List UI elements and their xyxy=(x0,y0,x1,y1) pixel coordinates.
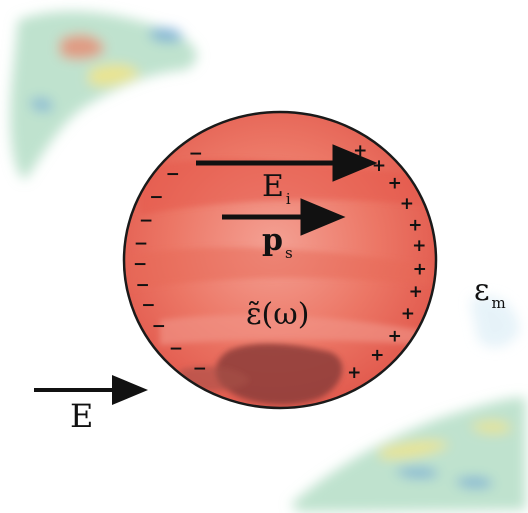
negative-charge-5: − xyxy=(134,234,148,254)
positive-charge-6: + xyxy=(412,236,426,256)
positive-charge-8: + xyxy=(409,282,423,302)
negative-charge-4: − xyxy=(139,211,153,231)
positive-charge-4: + xyxy=(400,194,414,214)
internal-field-subscript: i xyxy=(285,190,291,208)
negative-charge-6: − xyxy=(133,255,147,275)
negative-charge-8: − xyxy=(141,296,155,316)
positive-charge-5: + xyxy=(408,216,422,236)
positive-charge-7: + xyxy=(413,259,427,279)
dipole-symbol: p xyxy=(262,223,283,258)
dipole-subscript: s xyxy=(284,244,293,262)
negative-charge-7: − xyxy=(135,275,149,295)
medium-symbol: ε xyxy=(474,273,490,308)
positive-charges: ++++++++++++ xyxy=(347,141,427,383)
permittivity-label: ε̃(ω) xyxy=(246,297,310,332)
internal-field-symbol: E xyxy=(262,169,284,204)
medium-subscript: m xyxy=(491,294,506,312)
watercolor-wash-right xyxy=(470,295,520,348)
applied-field-label: E xyxy=(70,397,94,435)
negative-charge-3: − xyxy=(149,188,163,208)
positive-charge-9: + xyxy=(401,304,415,324)
negative-charge-1: − xyxy=(189,144,203,164)
sphere xyxy=(122,110,438,410)
positive-charge-3: + xyxy=(388,174,402,194)
negative-charges: −−−−−−−−−−− xyxy=(133,144,207,379)
negative-charge-9: − xyxy=(152,317,166,337)
positive-charge-11: + xyxy=(370,346,384,366)
watercolor-wash-top-left xyxy=(10,11,197,180)
watercolor-wash-bottom-right xyxy=(290,397,526,512)
negative-charge-2: − xyxy=(166,165,180,185)
negative-charge-11: − xyxy=(193,359,207,379)
sphere-outline xyxy=(122,110,438,410)
positive-charge-2: + xyxy=(372,156,386,176)
negative-charge-10: − xyxy=(169,339,183,359)
positive-charge-10: + xyxy=(388,326,402,346)
positive-charge-1: + xyxy=(353,141,367,161)
positive-charge-12: + xyxy=(347,363,361,383)
